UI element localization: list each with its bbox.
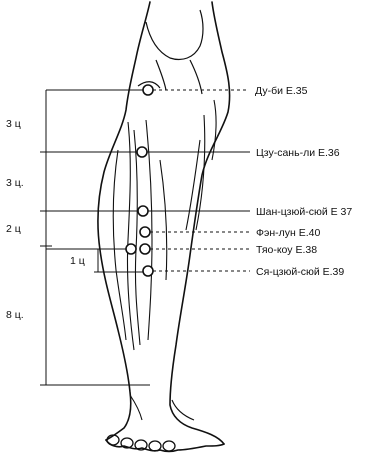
leg-outline [98,2,230,452]
label-e40: Фэн-лун Е.40 [256,227,320,239]
point-e35 [143,85,153,95]
point-labels: Ду-би Е.35 Цзу-сань-ли Е.36 Шан-цзюй-сюй… [255,85,352,278]
label-e38: Тяо-коу Е.38 [256,244,317,256]
point-e38 [140,244,150,254]
measure-3a: 3 ц [6,118,21,130]
measurement-labels: 3 ц 3 ц. 2 ц 1 ц 8 ц. [6,118,85,321]
point-e36 [137,147,147,157]
point-e38-left [126,244,136,254]
label-e36: Цзу-сань-ли Е.36 [256,147,340,159]
label-e39: Ся-цзюй-сюй Е.39 [256,266,344,278]
muscle-lines [113,100,216,420]
point-e39 [143,266,153,276]
label-e35: Ду-би Е.35 [255,85,308,97]
label-e37: Шан-цзюй-сюй Е 37 [256,206,352,218]
measure-3b: 3 ц. [6,177,24,189]
measure-8: 8 ц. [6,309,24,321]
point-e37 [138,206,148,216]
knee-detail [138,10,203,94]
measure-2: 2 ц [6,223,21,235]
measure-1: 1 ц [70,255,85,267]
measurement-scale [40,90,102,385]
point-e40 [140,227,150,237]
